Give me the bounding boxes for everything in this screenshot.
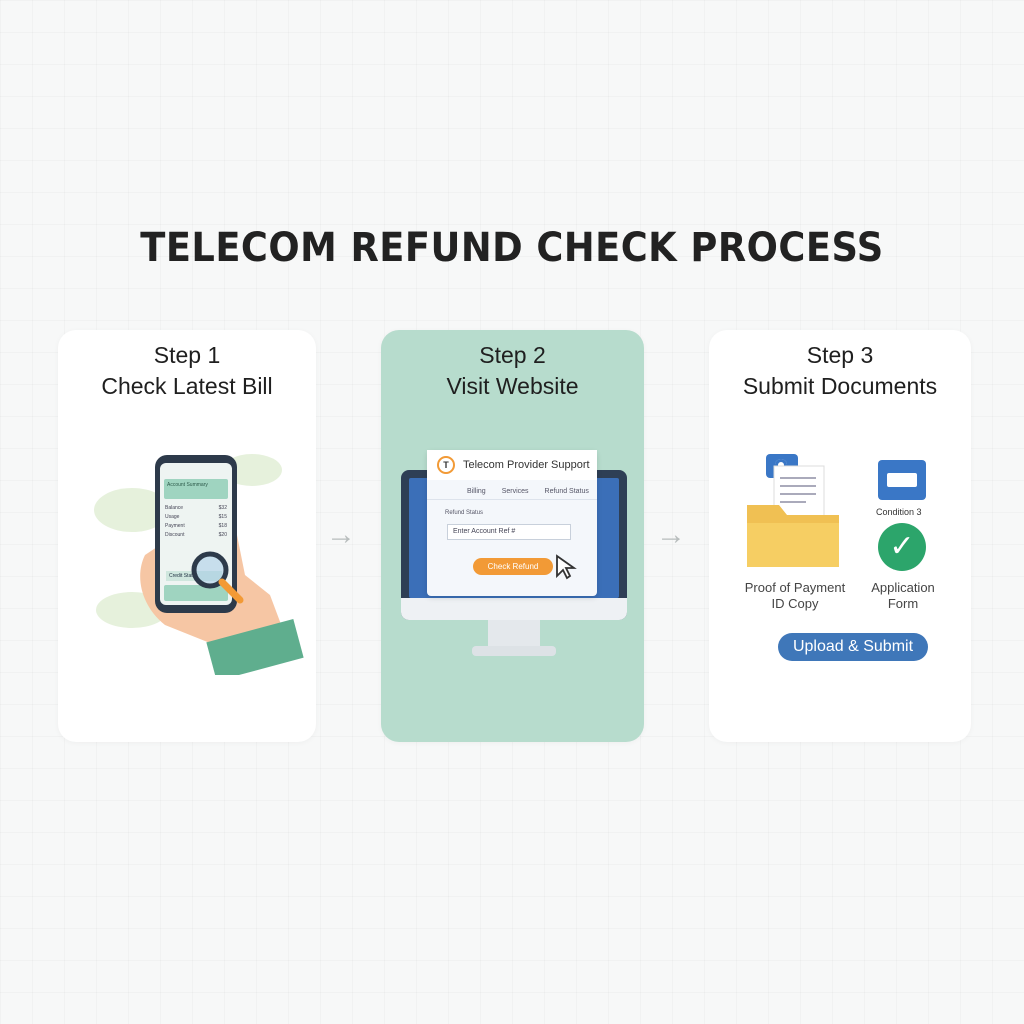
mouse-cursor-icon: [555, 554, 577, 586]
monitor-stand: [488, 620, 540, 648]
cloud-decoration-icon: [94, 454, 282, 628]
phone-row: Discount$20: [165, 532, 227, 538]
step-1-label: Check Latest Bill: [101, 373, 273, 399]
nav-refund-status[interactable]: Refund Status: [544, 488, 589, 495]
step-1-number: Step 1: [153, 342, 221, 368]
website-header: T Telecom Provider Support: [427, 450, 597, 480]
form-label: Refund Status: [445, 510, 484, 516]
phone-row: Usage$15: [165, 514, 227, 520]
step-3-label: Submit Documents: [742, 373, 938, 399]
check-mark-icon: ✓: [878, 523, 926, 571]
website-title: Telecom Provider Support: [463, 459, 590, 471]
partial-label: Condition 3: [876, 507, 922, 517]
nav-services[interactable]: Services: [501, 488, 529, 495]
check-refund-button[interactable]: Check Refund: [473, 558, 553, 575]
step-2-label: Visit Website: [446, 373, 579, 399]
arrow-right-icon: →: [326, 518, 356, 551]
phone-row: Balance$32: [165, 505, 227, 511]
account-ref-input[interactable]: Enter Account Ref #: [447, 524, 571, 540]
website-nav: Billing Services Refund Status: [427, 480, 597, 500]
printer-icon: [878, 460, 926, 500]
application-caption: Application Form: [871, 580, 935, 611]
folder-icon: [747, 505, 839, 567]
monitor-stand-base: [472, 646, 556, 656]
phone-header: Account Summary: [164, 479, 228, 499]
nav-billing[interactable]: Billing: [467, 488, 486, 495]
monitor-chin: [401, 598, 627, 620]
phone-footer: [164, 585, 228, 601]
step-3-number: Step 3: [806, 342, 874, 368]
provider-logo-icon: T: [437, 456, 455, 474]
arrow-right-icon: →: [656, 518, 686, 551]
phone-row: Payment$18: [165, 523, 227, 529]
magnifier-icon: [191, 551, 244, 604]
upload-submit-button[interactable]: Upload & Submit: [778, 633, 928, 661]
step-2-number: Step 2: [479, 342, 546, 368]
proof-caption: Proof of Payment ID Copy: [744, 580, 846, 611]
page-title: TELECOM REFUND CHECK PROCESS: [140, 225, 884, 271]
support-website: T Telecom Provider Support Billing Servi…: [427, 450, 597, 596]
